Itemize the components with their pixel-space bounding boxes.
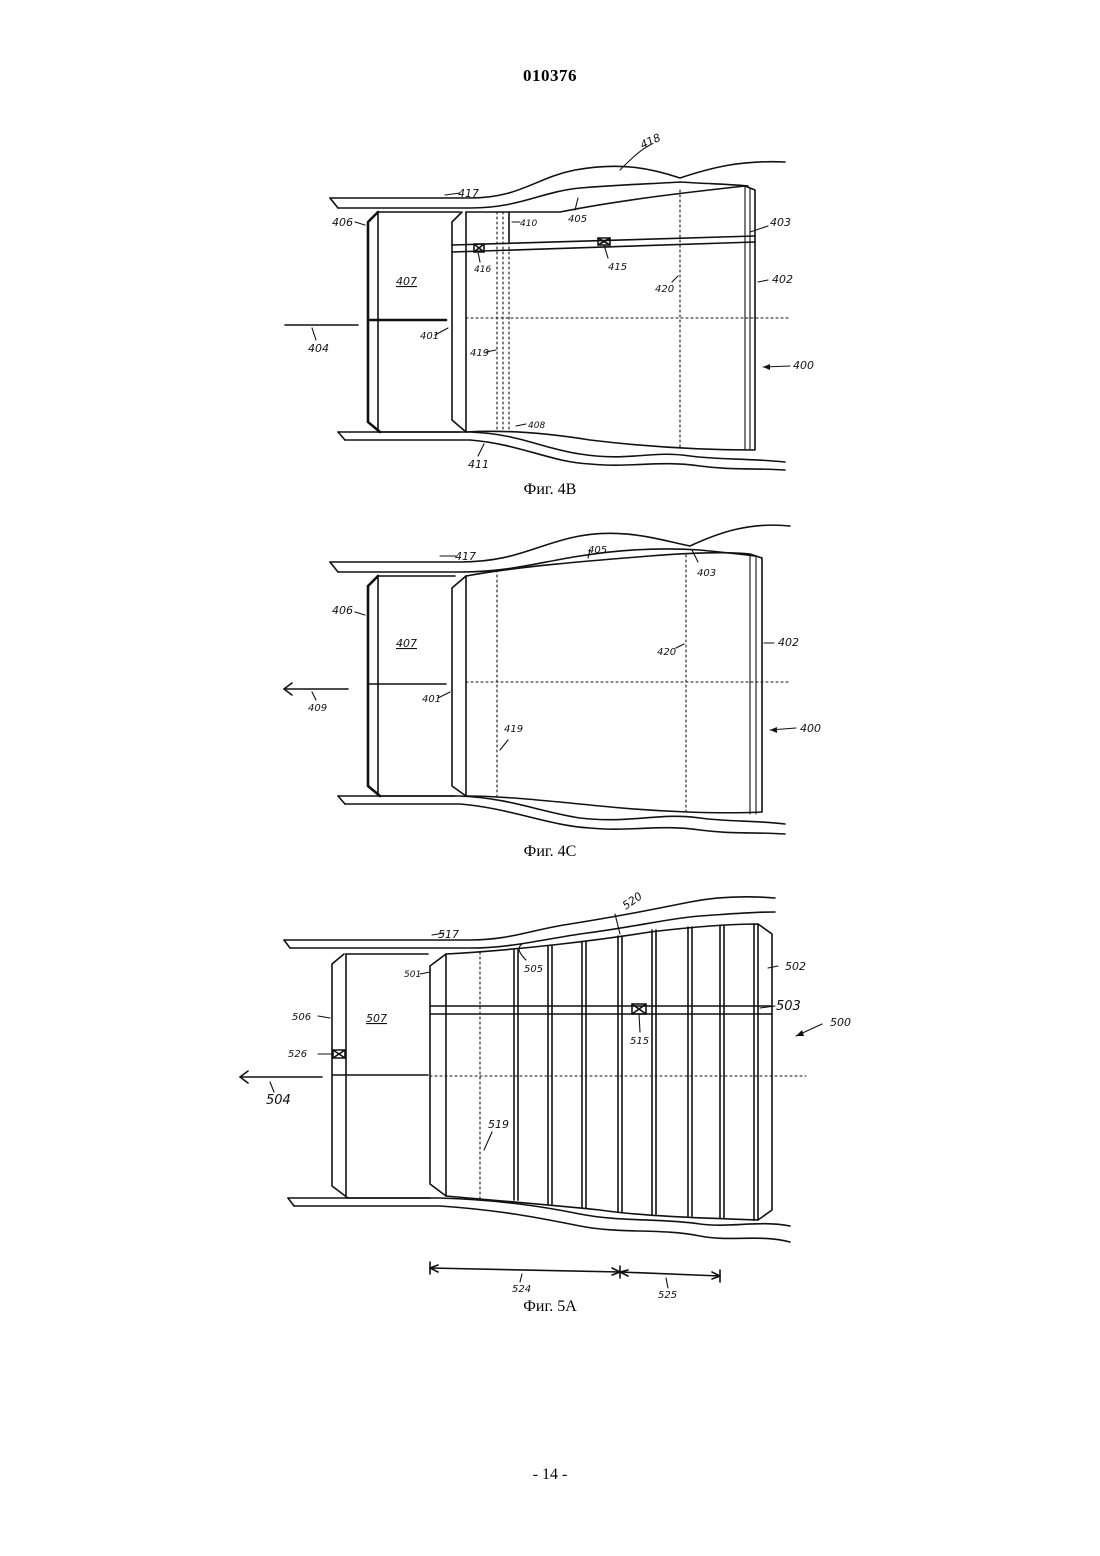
figure-4b-drawing: 418 417 410 405 403 406 407 416 415 420 … <box>0 0 1100 480</box>
label-401: 401 <box>422 694 441 705</box>
figure-4c-caption: Фиг. 4C <box>0 843 1100 861</box>
label-407: 407 <box>396 275 417 288</box>
label-405: 405 <box>588 545 607 556</box>
label-406: 406 <box>332 216 353 229</box>
label-519: 519 <box>488 1118 509 1131</box>
label-400: 400 <box>800 722 821 735</box>
label-402: 402 <box>772 273 793 286</box>
figure-5a-caption: Фиг. 5A <box>0 1298 1100 1316</box>
label-410: 410 <box>520 219 537 229</box>
label-403: 403 <box>697 568 716 579</box>
label-418: 418 <box>638 131 663 152</box>
label-501: 501 <box>404 970 421 980</box>
label-408: 408 <box>528 421 545 431</box>
label-520: 520 <box>620 890 645 913</box>
label-419: 419 <box>470 348 489 359</box>
label-400: 400 <box>793 359 814 372</box>
label-515: 515 <box>630 1036 649 1047</box>
label-506: 506 <box>292 1012 311 1023</box>
label-411: 411 <box>468 458 489 471</box>
label-417: 417 <box>455 550 476 563</box>
label-417: 417 <box>458 187 479 200</box>
segment-lines <box>514 924 758 1220</box>
label-500: 500 <box>830 1016 851 1029</box>
label-420: 420 <box>657 647 676 658</box>
label-407: 407 <box>396 637 417 650</box>
label-416: 416 <box>474 265 491 275</box>
label-505: 505 <box>524 964 543 975</box>
label-402: 402 <box>778 636 799 649</box>
label-403: 403 <box>770 216 791 229</box>
figure-4b-caption: Фиг. 4B <box>0 481 1100 499</box>
label-503: 503 <box>776 999 801 1014</box>
label-406: 406 <box>332 604 353 617</box>
label-524: 524 <box>512 1284 531 1295</box>
page-number: - 14 - <box>0 1466 1100 1484</box>
label-507: 507 <box>366 1012 387 1025</box>
figure-5a-drawing: 520 517 501 505 502 506 507 503 500 515 … <box>0 870 1100 1310</box>
figure-4c-drawing: 417 405 403 406 407 420 402 409 401 419 … <box>0 500 1100 850</box>
label-419: 419 <box>504 724 523 735</box>
label-502: 502 <box>785 960 806 973</box>
label-504: 504 <box>266 1093 291 1108</box>
label-415: 415 <box>608 262 627 273</box>
label-405: 405 <box>568 214 587 225</box>
label-420: 420 <box>655 284 674 295</box>
label-401: 401 <box>420 331 439 342</box>
label-404: 404 <box>308 342 329 355</box>
label-526: 526 <box>288 1049 307 1060</box>
label-517: 517 <box>438 928 459 941</box>
label-409: 409 <box>308 703 327 714</box>
